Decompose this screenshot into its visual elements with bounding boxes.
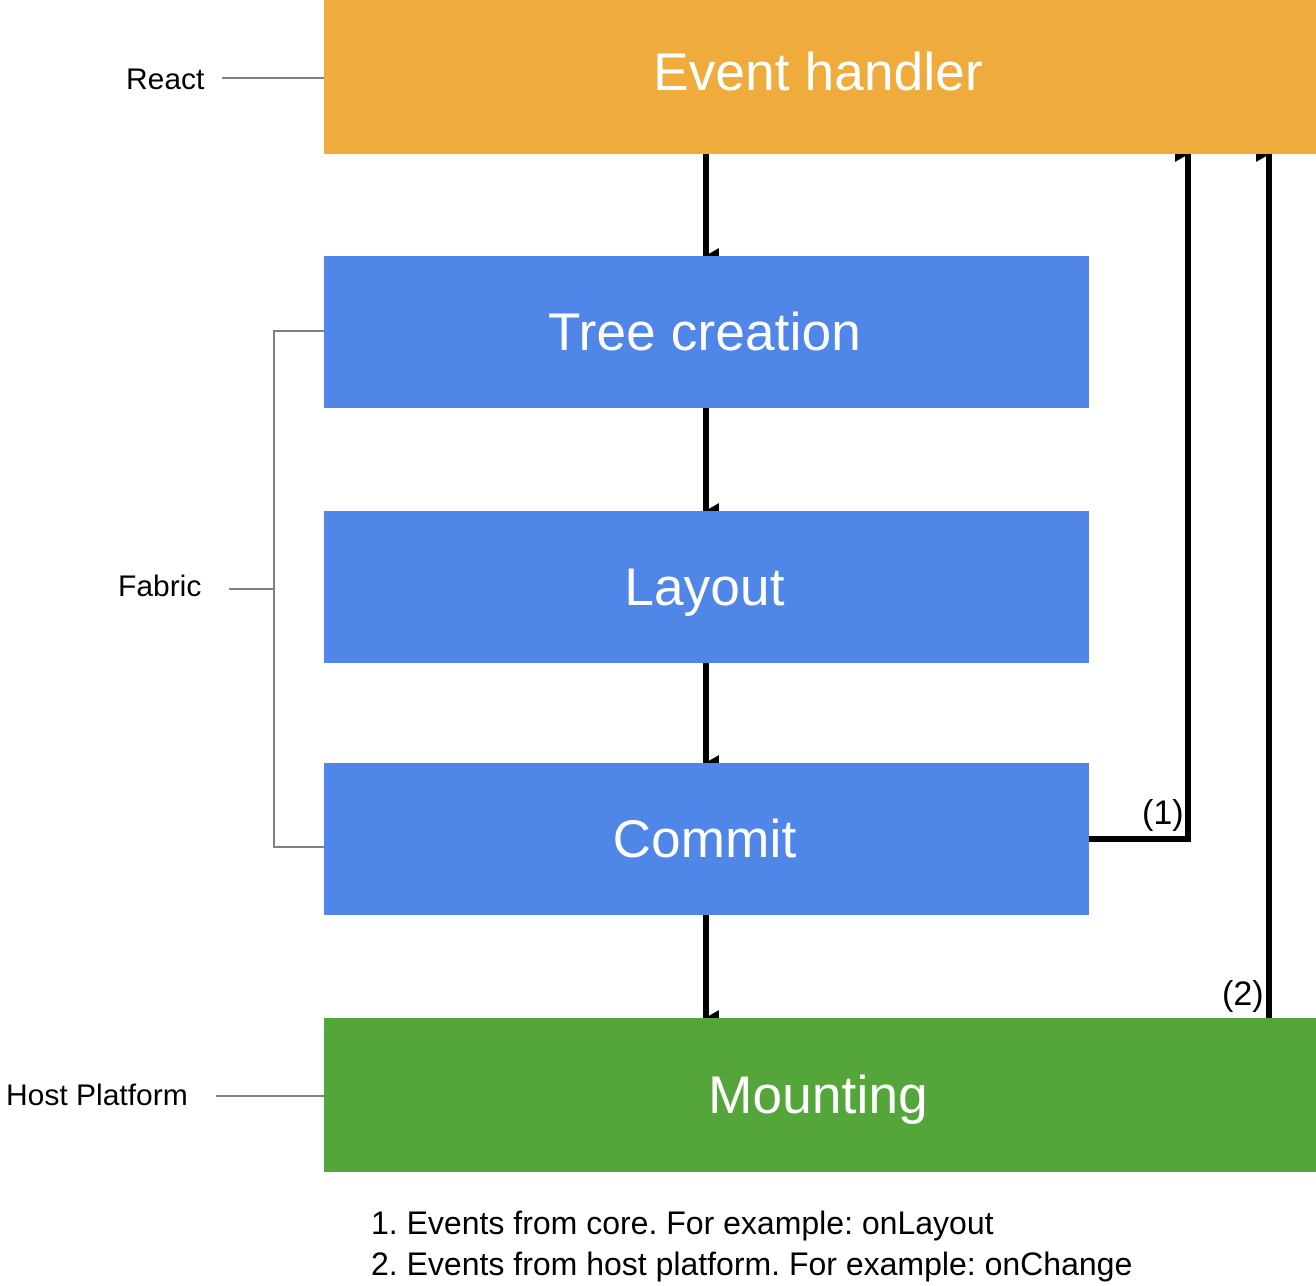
feedback-arrow-marker-1: (1) [1142,794,1184,832]
feedback-arrow-marker-2: (2) [1222,975,1264,1013]
stage-box-layout[interactable]: Layout [324,511,1089,663]
footnotes: 1. Events from core. For example: onLayo… [371,1203,1132,1285]
stage-box-tree-creation[interactable]: Tree creation [324,256,1089,408]
footnote-1: 1. Events from core. For example: onLayo… [371,1205,994,1241]
stage-box-commit[interactable]: Commit [324,763,1089,915]
stage-label-tree-creation: Tree creation [548,302,861,362]
stage-label-mounting: Mounting [708,1065,928,1125]
stage-box-event-handler[interactable]: Event handler [324,0,1316,154]
stage-box-mounting[interactable]: Mounting [324,1018,1316,1172]
stage-label-layout: Layout [624,557,785,617]
stage-label-event-handler: Event handler [653,42,983,102]
layer-label-fabric: Fabric [118,570,202,603]
layer-label-react: React [126,63,205,96]
stage-label-commit: Commit [612,809,797,869]
feedback-arrow-1 [1089,146,1191,842]
footnote-2: 2. Events from host platform. For exampl… [371,1245,1133,1282]
layer-label-host-platform: Host Platform [6,1079,188,1112]
fabric-bracket [229,330,324,848]
